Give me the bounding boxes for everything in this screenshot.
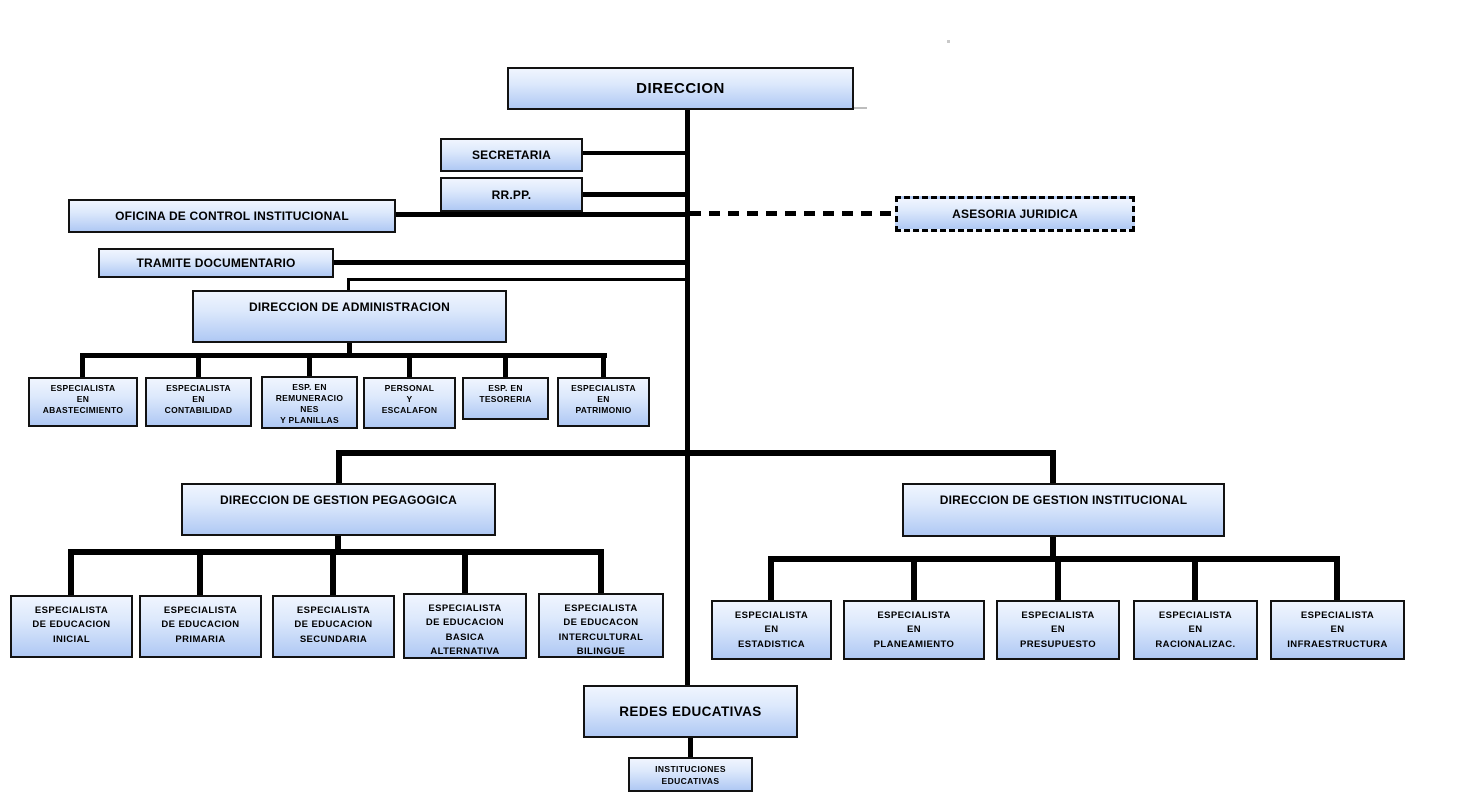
node-esp-educacion-primaria: ESPECIALISTA DE EDUCACION PRIMARIA xyxy=(139,595,262,658)
node-esp-tesoreria-label: ESP. EN TESORERIA xyxy=(479,383,532,405)
node-esp-educacion-basica-alternativa-label: ESPECIALISTA DE EDUCACION BASICA ALTERNA… xyxy=(425,603,505,657)
connector-redes-down xyxy=(688,738,693,757)
node-asesoria-juridica: ASESORIA JURIDICA xyxy=(895,196,1135,232)
node-instituciones-educativas-label: INSTITUCIONES EDUCATIVAS xyxy=(655,764,726,787)
connector-tramite-documentario xyxy=(334,260,688,265)
node-esp-racionalizacion: ESPECIALISTA EN RACIONALIZAC. xyxy=(1133,600,1258,660)
stray-dot xyxy=(947,40,950,43)
connector-stub-abastecimiento xyxy=(80,353,85,378)
node-direccion-gestion-pedagogica: DIRECCION DE GESTION PEGAGOGICA xyxy=(181,483,496,536)
connector-administracion-down xyxy=(347,343,352,355)
connector-rrpp xyxy=(583,192,688,197)
connector-branch-bus xyxy=(336,450,1056,456)
node-esp-educacion-inicial: ESPECIALISTA DE EDUCACION INICIAL xyxy=(10,595,133,658)
node-personal-escalafon: PERSONAL Y ESCALAFON xyxy=(363,377,456,429)
node-especialista-abastecimiento: ESPECIALISTA EN ABASTECIMIENTO xyxy=(28,377,138,427)
connector-administracion-horizontal xyxy=(348,278,688,281)
node-especialista-abastecimiento-label: ESPECIALISTA EN ABASTECIMIENTO xyxy=(42,383,124,416)
node-rrpp: RR.PP. xyxy=(440,177,583,212)
node-especialista-contabilidad: ESPECIALISTA EN CONTABILIDAD xyxy=(145,377,252,427)
connector-stub-intercultural xyxy=(598,549,604,595)
node-redes-educativas: REDES EDUCATIVAS xyxy=(583,685,798,738)
node-secretaria-label: SECRETARIA xyxy=(471,148,552,162)
connector-pedagogica-children-bus xyxy=(68,549,604,555)
node-especialista-patrimonio: ESPECIALISTA EN PATRIMONIO xyxy=(557,377,650,427)
node-esp-estadistica: ESPECIALISTA EN ESTADISTICA xyxy=(711,600,832,660)
node-tramite-documentario-label: TRAMITE DOCUMENTARIO xyxy=(136,256,296,270)
connector-stub-infraestructura xyxy=(1334,556,1340,600)
node-esp-racionalizacion-label: ESPECIALISTA EN RACIONALIZAC. xyxy=(1155,610,1236,650)
node-esp-planeamiento-label: ESPECIALISTA EN PLANEAMIENTO xyxy=(873,610,955,650)
node-esp-infraestructura-label: ESPECIALISTA EN INFRAESTRUCTURA xyxy=(1287,610,1388,650)
connector-oficina-control xyxy=(396,212,688,217)
connector-stub-racionalizacion xyxy=(1192,556,1198,600)
node-esp-presupuesto-label: ESPECIALISTA EN PRESUPUESTO xyxy=(1019,610,1097,650)
connector-pedagogica-down xyxy=(335,536,341,550)
node-esp-tesoreria: ESP. EN TESORERIA xyxy=(462,377,549,420)
node-esp-infraestructura: ESPECIALISTA EN INFRAESTRUCTURA xyxy=(1270,600,1405,660)
node-direccion-administracion-label: DIRECCION DE ADMINISTRACION xyxy=(249,300,450,314)
node-esp-estadistica-label: ESPECIALISTA EN ESTADISTICA xyxy=(734,610,809,650)
node-secretaria: SECRETARIA xyxy=(440,138,583,172)
node-esp-educacion-secundaria: ESPECIALISTA DE EDUCACION SECUNDARIA xyxy=(272,595,395,658)
node-especialista-patrimonio-label: ESPECIALISTA EN PATRIMONIO xyxy=(571,383,636,416)
node-direccion: DIRECCION xyxy=(507,67,854,110)
connector-asesoria-juridica-dashed xyxy=(690,211,895,216)
connector-institucional-children-bus xyxy=(768,556,1340,562)
node-esp-educacion-secundaria-label: ESPECIALISTA DE EDUCACION SECUNDARIA xyxy=(294,605,373,645)
connector-stub-patrimonio xyxy=(601,353,606,378)
node-esp-intercultural-bilingue: ESPECIALISTA DE EDUCACON INTERCULTURAL B… xyxy=(538,593,664,658)
connector-administracion-drop xyxy=(347,278,350,291)
connector-stub-contabilidad xyxy=(196,353,201,378)
connector-stub-planeamiento xyxy=(911,556,917,600)
node-rrpp-label: RR.PP. xyxy=(491,187,532,202)
node-esp-educacion-primaria-label: ESPECIALISTA DE EDUCACION PRIMARIA xyxy=(161,605,240,645)
node-oficina-control-label: OFICINA DE CONTROL INSTITUCIONAL xyxy=(115,209,349,223)
node-tramite-documentario: TRAMITE DOCUMENTARIO xyxy=(98,248,334,278)
node-esp-educacion-inicial-label: ESPECIALISTA DE EDUCACION INICIAL xyxy=(32,605,111,645)
connector-pedagogica-drop xyxy=(336,450,342,483)
node-oficina-control: OFICINA DE CONTROL INSTITUCIONAL xyxy=(68,199,396,233)
connector-administracion-children-bus xyxy=(80,353,607,358)
node-esp-remuneraciones: ESP. EN REMUNERACIO NES Y PLANILLAS xyxy=(261,376,358,429)
node-esp-remuneraciones-label: ESP. EN REMUNERACIO NES Y PLANILLAS xyxy=(275,382,344,426)
stray-tick xyxy=(853,107,867,109)
node-esp-presupuesto: ESPECIALISTA EN PRESUPUESTO xyxy=(996,600,1120,660)
node-esp-planeamiento: ESPECIALISTA EN PLANEAMIENTO xyxy=(843,600,985,660)
connector-institucional-down xyxy=(1050,537,1056,557)
node-direccion-administracion: DIRECCION DE ADMINISTRACION xyxy=(192,290,507,343)
connector-center-vertical xyxy=(685,110,690,685)
node-asesoria-juridica-label: ASESORIA JURIDICA xyxy=(952,207,1078,221)
connector-stub-tesoreria xyxy=(503,353,508,378)
connector-secretaria xyxy=(583,151,688,155)
node-esp-intercultural-bilingue-label: ESPECIALISTA DE EDUCACON INTERCULTURAL B… xyxy=(558,603,644,657)
connector-institucional-drop xyxy=(1050,450,1056,484)
node-redes-educativas-label: REDES EDUCATIVAS xyxy=(619,704,762,719)
node-esp-educacion-basica-alternativa: ESPECIALISTA DE EDUCACION BASICA ALTERNA… xyxy=(403,593,527,659)
node-direccion-gestion-pedagogica-label: DIRECCION DE GESTION PEGAGOGICA xyxy=(220,493,457,507)
node-direccion-label: DIRECCION xyxy=(636,80,725,97)
connector-stub-basica-alternativa xyxy=(462,549,468,595)
node-personal-escalafon-label: PERSONAL Y ESCALAFON xyxy=(381,383,438,416)
connector-stub-personal xyxy=(407,353,412,378)
connector-stub-estadistica xyxy=(768,556,774,600)
node-instituciones-educativas: INSTITUCIONES EDUCATIVAS xyxy=(628,757,753,792)
connector-stub-inicial xyxy=(68,549,74,595)
node-especialista-contabilidad-label: ESPECIALISTA EN CONTABILIDAD xyxy=(164,383,233,416)
node-direccion-gestion-institucional: DIRECCION DE GESTION INSTITUCIONAL xyxy=(902,483,1225,537)
connector-stub-presupuesto xyxy=(1055,556,1061,600)
connector-stub-secundaria xyxy=(330,549,336,595)
connector-stub-primaria xyxy=(197,549,203,595)
connector-stub-remuneraciones xyxy=(307,353,312,378)
node-direccion-gestion-institucional-label: DIRECCION DE GESTION INSTITUCIONAL xyxy=(939,493,1188,507)
